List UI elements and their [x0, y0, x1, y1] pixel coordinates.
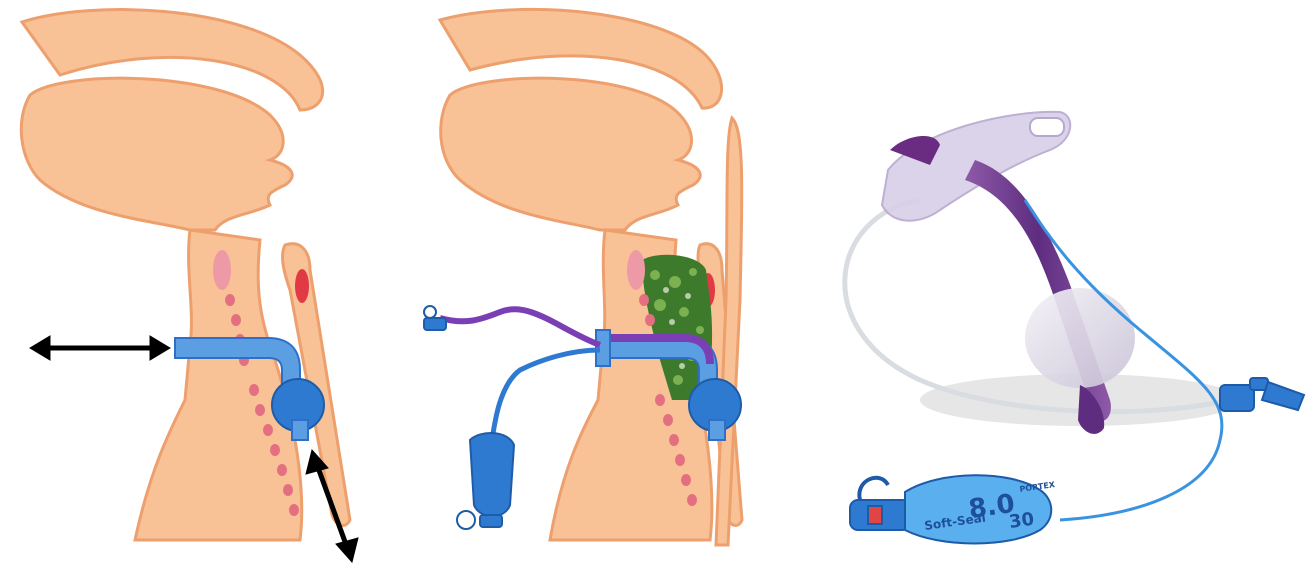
flange-slot [1030, 118, 1064, 136]
tracheostomy-complication-diagram [410, 0, 810, 569]
tracheostomy-tube-product: 8.0 Soft-Seal 30 PORTEX [810, 0, 1313, 569]
luer-connector [1220, 378, 1304, 411]
head-profile [21, 78, 292, 230]
pilot-valve [850, 478, 910, 530]
tube-tip [709, 420, 725, 440]
tube-tip [292, 420, 308, 440]
head-profile [441, 78, 701, 230]
balloon-secondary-label: 30 [1008, 509, 1036, 533]
panel-tracheostomy-complication [410, 0, 810, 569]
tracheostomy-movement-diagram [0, 0, 410, 569]
pilot-line-purple [440, 309, 600, 345]
pilot-balloon [470, 433, 514, 516]
tube-cuff [1025, 288, 1135, 388]
panel-product-photo: 8.0 Soft-Seal 30 PORTEX [810, 0, 1313, 569]
pilot-connector [424, 306, 446, 330]
panel-tracheostomy-movement [0, 0, 410, 569]
larynx [627, 250, 645, 290]
larynx [213, 250, 231, 290]
vessel [295, 269, 309, 303]
horizontal-arrow [30, 336, 170, 360]
